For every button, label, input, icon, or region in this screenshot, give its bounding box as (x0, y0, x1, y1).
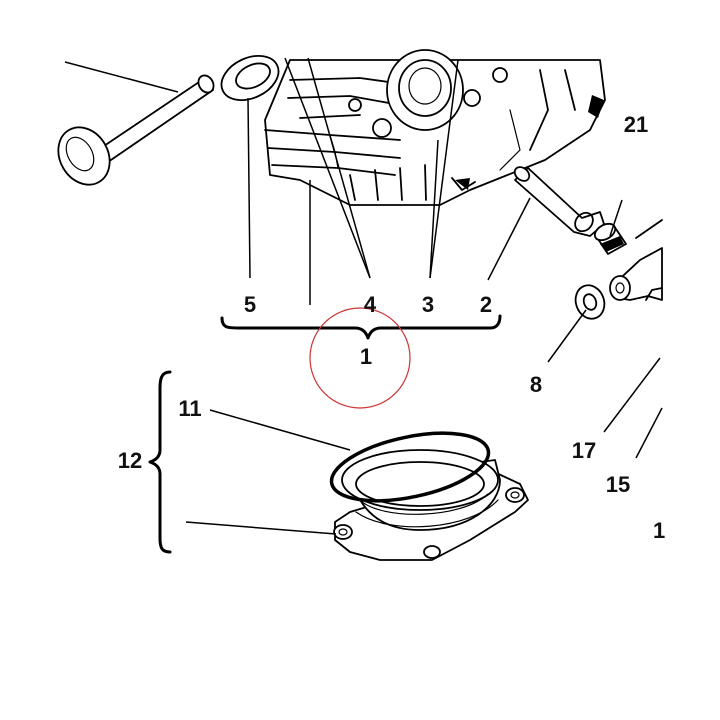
callout-2: 2 (480, 292, 492, 317)
valve (57, 74, 215, 186)
highlight-circle (309, 307, 411, 409)
washer (574, 284, 606, 320)
callout-11: 11 (178, 396, 201, 421)
callout-edge-1: 1 (653, 518, 665, 543)
callout-17: 17 (572, 438, 596, 463)
callout-4: 4 (364, 292, 377, 317)
callout-8: 8 (530, 372, 542, 397)
callout-5: 5 (244, 292, 256, 317)
cylinder-head (264, 49, 606, 206)
callout-15: 15 (606, 472, 630, 497)
group-brace-1 (220, 314, 502, 340)
callout-3: 3 (422, 292, 434, 317)
valve-guide (513, 166, 605, 237)
callout-21: 21 (624, 112, 648, 137)
group-brace-12 (148, 370, 172, 554)
intake-flange (329, 431, 529, 561)
valve-seat-ring (220, 54, 280, 102)
callout-12: 12 (118, 448, 142, 473)
callout-1: 1 (360, 344, 372, 369)
valve-stem-seal (593, 222, 627, 255)
leader-lines (64, 57, 663, 535)
rocker-arm (609, 219, 663, 301)
